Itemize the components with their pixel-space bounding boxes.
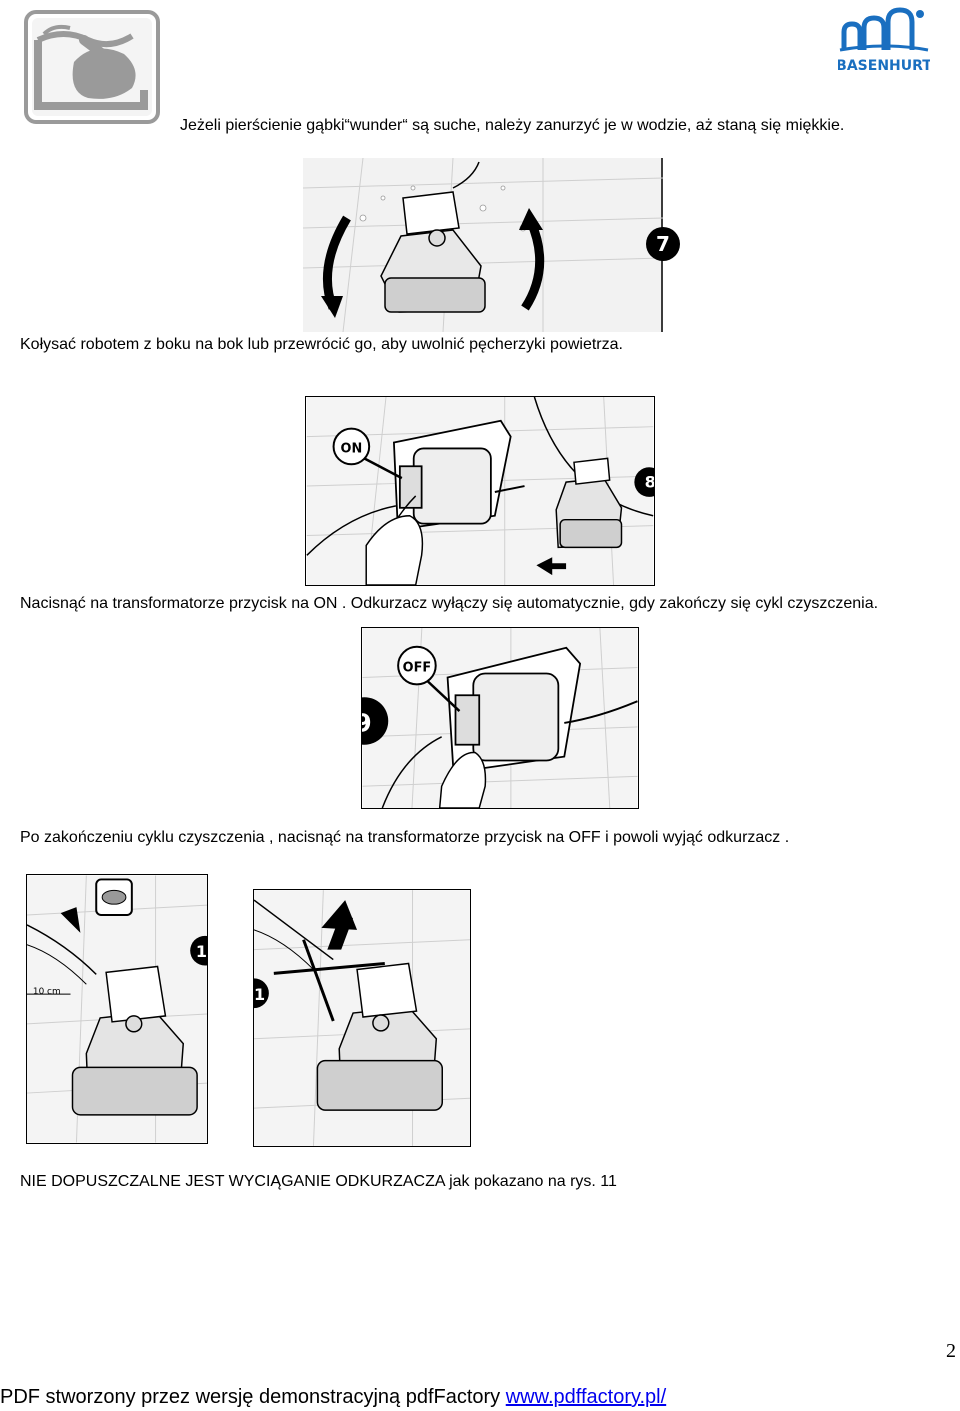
page-number: 2 [946,1340,956,1362]
distance-label: 10 cm [33,987,61,997]
figure-11-incorrect-removal: 11 [253,889,471,1147]
instruction-text-4: Po zakończeniu cyklu czyszczenia , nacis… [20,829,790,846]
instruction-text-5: NIE DOPUSZCZALNE JEST WYCIĄGANIE ODKURZA… [20,1173,617,1190]
figure-7-rocking-robot: 7 [303,158,683,332]
footer-link[interactable]: www.pdffactory.pl/ [505,1386,667,1408]
footer-text: PDF stworzony przez wersję demonstracyjn… [0,1386,506,1408]
brand-logo: BASENHURT [836,6,932,76]
instruction-text-3: Nacisnąć na transformatorze przycisk na … [20,595,879,612]
instruction-text-1: Jeżeli pierścienie gąbki“wunder“ są such… [180,117,845,134]
figure-9-power-off: OFF 9 [361,627,639,809]
step-8-number: 8 [645,473,655,492]
step-10-number: 10 [196,942,208,961]
figure-10-correct-removal: 10 cm 10 [26,874,208,1144]
off-label: OFF [403,661,431,676]
brand-logo-text: BASENHURT [838,58,930,74]
robot-in-water-icon [24,10,160,124]
step-7-number: 7 [656,232,670,256]
step-11-number: 11 [253,985,265,1004]
pdf-footer: PDF stworzony przez wersję demonstracyjn… [0,1385,666,1409]
step-9-number: 9 [361,709,372,738]
figure-8-power-on: ON 8 [305,396,655,586]
on-label: ON [341,441,363,456]
instruction-text-2: Kołysać robotem z boku na bok lub przewr… [20,336,623,353]
